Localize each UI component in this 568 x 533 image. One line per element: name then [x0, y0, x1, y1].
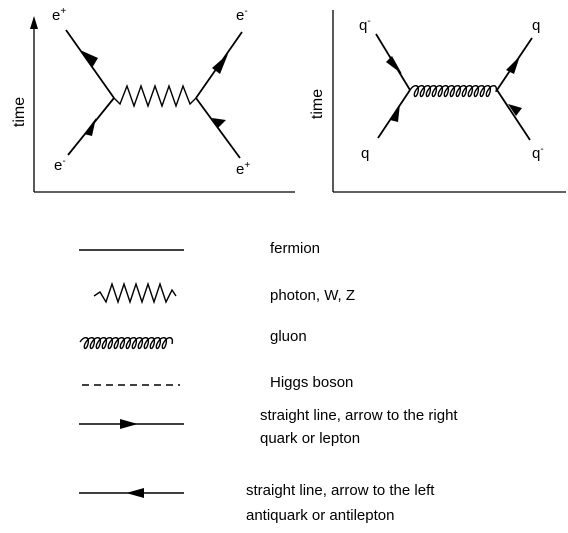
legend-higgs-label: Higgs boson — [270, 374, 353, 391]
legend-gluon-line — [79, 337, 174, 350]
left-time-axis-arrowhead — [30, 16, 38, 29]
left-time-label: time — [11, 97, 28, 127]
legend-arrow-left-label-2: antiquark or antilepton — [246, 507, 394, 524]
right-arrow-top-right — [506, 56, 520, 74]
left-label-bottom-right: e+ — [236, 160, 250, 178]
right-label-top-left: q- — [359, 16, 371, 34]
left-arrow-bottom-right — [212, 118, 226, 128]
legend-arrow-right-label-2: quark or lepton — [260, 430, 360, 447]
right-label-bottom-right: q- — [532, 144, 544, 162]
left-label-top-right: e- — [236, 6, 248, 24]
legend-arrow-left-label-1: straight line, arrow to the left — [246, 482, 435, 499]
legend-arrow-right-head — [120, 419, 138, 429]
left-arrow-bottom-left — [84, 118, 96, 136]
left-diagram: time e+ e- e- e+ — [11, 6, 295, 193]
legend-arrow-left-head — [126, 488, 144, 498]
legend-photon-line — [93, 281, 177, 305]
left-label-top-left: e+ — [52, 6, 66, 24]
left-arrow-top-right — [212, 54, 228, 74]
right-label-top-right: q — [532, 17, 540, 34]
right-arrow-top-left — [386, 56, 402, 74]
legend-fermion-label: fermion — [270, 240, 320, 257]
right-arrow-bottom-left — [390, 104, 400, 122]
legend: fermion photon, W, Z gluon Higgs boson s… — [79, 240, 458, 524]
left-arrow-top-left — [80, 50, 98, 68]
right-fermion-bottom-right — [496, 89, 531, 141]
legend-gluon-label: gluon — [270, 328, 307, 345]
right-arrow-bottom-right — [508, 104, 522, 116]
legend-photon-label: photon, W, Z — [270, 287, 355, 304]
left-label-bottom-left: e- — [54, 156, 66, 174]
right-gluon-propagator — [409, 85, 498, 98]
right-diagram: time q- q q q- — [309, 10, 566, 193]
right-time-label: time — [309, 89, 326, 119]
legend-arrow-right-label-1: straight line, arrow to the right — [260, 407, 458, 424]
left-photon-propagator — [113, 83, 197, 109]
right-label-bottom-left: q — [361, 145, 369, 162]
